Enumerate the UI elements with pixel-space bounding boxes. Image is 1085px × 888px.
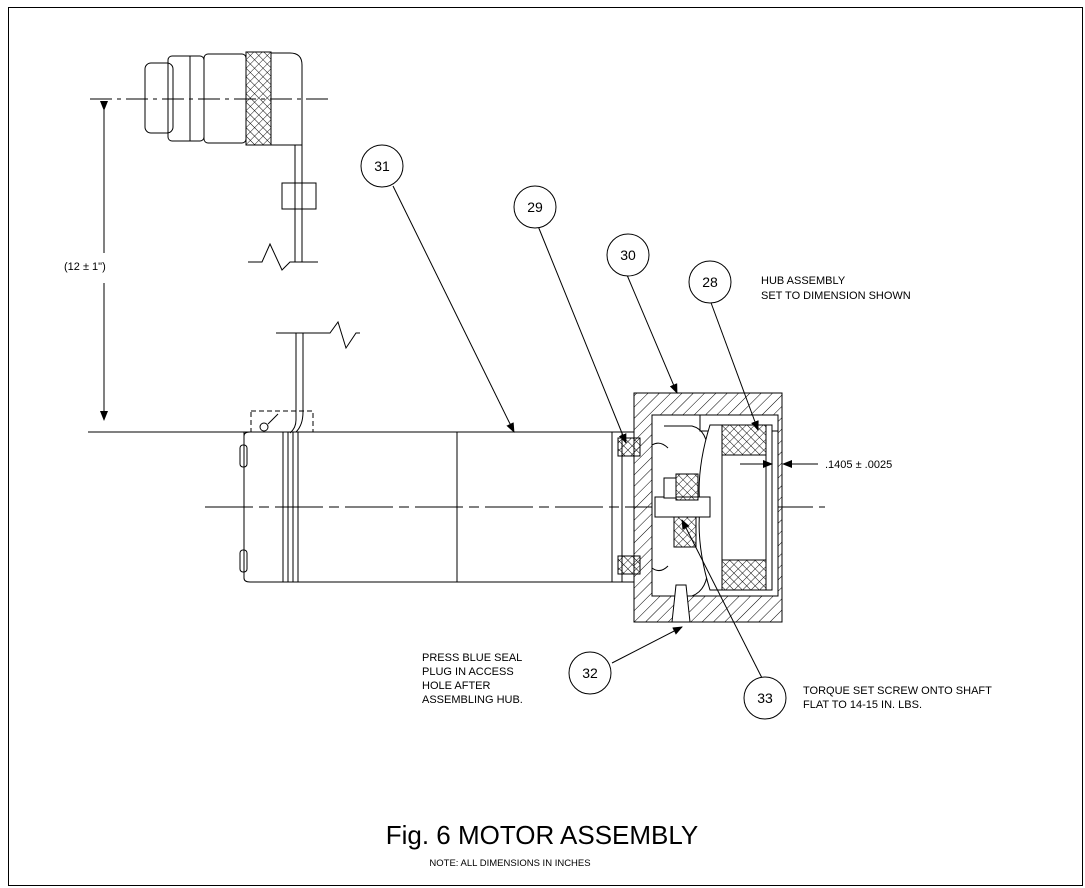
drawing-border bbox=[8, 7, 1083, 886]
svg-text:33: 33 bbox=[757, 690, 773, 706]
torque-note-line-1: TORQUE SET SCREW ONTO SHAFT bbox=[803, 685, 992, 697]
hub-note-line-2: SET TO DIMENSION SHOWN bbox=[761, 290, 911, 302]
leader-lines bbox=[392, 185, 763, 679]
figure-note: NOTE: ALL DIMENSIONS IN INCHES bbox=[429, 858, 590, 869]
motor-body bbox=[239, 410, 613, 583]
svg-text:31: 31 bbox=[374, 158, 390, 174]
svg-text:32: 32 bbox=[582, 665, 598, 681]
connector bbox=[90, 51, 328, 271]
svg-text:29: 29 bbox=[527, 199, 543, 215]
callout-33: 33 bbox=[743, 676, 787, 720]
cable-length-label: (12 ± 1") bbox=[64, 261, 106, 273]
svg-text:28: 28 bbox=[702, 274, 718, 290]
figure-title: Fig. 6 MOTOR ASSEMBLY bbox=[386, 820, 699, 850]
callout-30: 30 bbox=[606, 233, 650, 277]
callout-31: 31 bbox=[360, 144, 404, 188]
gap-dimension-label: .1405 ± .0025 bbox=[825, 459, 892, 471]
callout-32: 32 bbox=[568, 651, 612, 695]
plug-note-line-2: PLUG IN ACCESS bbox=[422, 666, 514, 678]
torque-note-line-2: FLAT TO 14-15 IN. LBS. bbox=[803, 699, 922, 711]
cable-lower bbox=[276, 320, 360, 434]
callout-28: 28 bbox=[688, 260, 732, 304]
svg-text:30: 30 bbox=[620, 247, 636, 263]
hub-housing bbox=[633, 392, 783, 623]
plug-note-line-4: ASSEMBLING HUB. bbox=[422, 694, 523, 706]
plug-note-line-3: HOLE AFTER bbox=[422, 680, 491, 692]
hub-note-line-1: HUB ASSEMBLY bbox=[761, 275, 846, 287]
plug-note-line-1: PRESS BLUE SEAL bbox=[422, 652, 522, 664]
callout-29: 29 bbox=[513, 185, 557, 229]
cable-length-dimension bbox=[88, 101, 250, 433]
